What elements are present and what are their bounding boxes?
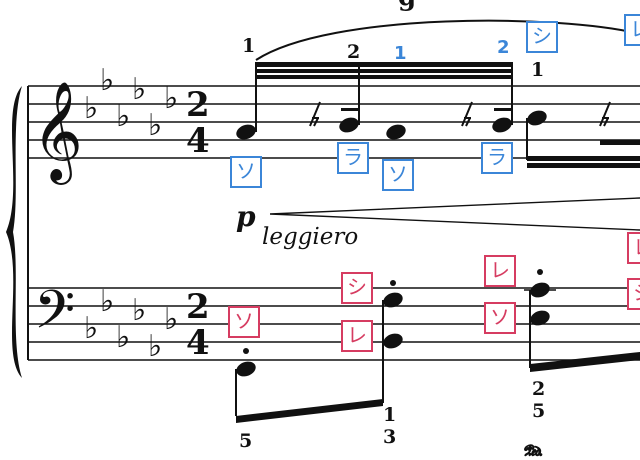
bass-clef-icon: 𝄢: [34, 280, 75, 354]
lh-fingering: 3: [383, 426, 397, 448]
lh-solfege-label: シ: [627, 278, 640, 310]
rh-fingering-alt: 2: [497, 37, 510, 58]
upper-notes: [236, 62, 640, 168]
lower-notes: [235, 269, 640, 423]
lh-solfege-label: レ: [627, 232, 640, 264]
grand-staff-brace: [6, 86, 22, 378]
lh-fingering: 5: [532, 400, 546, 422]
lh-fingering: 1: [383, 404, 397, 426]
rh-solfege-label: ラ: [337, 142, 369, 174]
svg-text:♭: ♭: [164, 302, 178, 337]
rh-solfege-label: ソ: [230, 156, 262, 188]
lh-solfege-label: シ: [341, 272, 373, 304]
rh-fingering: 1: [531, 59, 545, 81]
hairpin-diminuendo: [269, 197, 640, 231]
pedal-mark-icon: 𝆮: [520, 438, 540, 460]
expression-text: leggiero: [262, 224, 359, 250]
rh-fingering-alt: 1: [394, 43, 407, 64]
dynamic-marking: p: [236, 200, 256, 233]
svg-text:♭: ♭: [148, 108, 162, 143]
rh-solfege-label: シ: [526, 21, 558, 53]
lower-key-signature: ♭♭♭ ♭♭♭: [84, 284, 178, 364]
svg-text:♭: ♭: [132, 293, 146, 328]
svg-text:♭: ♭: [116, 99, 130, 134]
phrase-slur: [255, 19, 640, 61]
svg-text:♭: ♭: [132, 72, 146, 107]
partial-top-glyph: g: [398, 0, 416, 10]
lh-fingering: 2: [532, 378, 546, 400]
svg-text:♭: ♭: [100, 284, 114, 319]
lh-fingering: 5: [239, 430, 253, 452]
upper-time-signature-numerator: 2: [186, 85, 210, 125]
svg-text:♭: ♭: [84, 311, 98, 346]
upper-key-signature: ♭♭♭ ♭♭♭: [84, 63, 178, 143]
lower-time-signature-denominator: 4: [186, 323, 210, 363]
treble-clef-icon: 𝄞: [32, 81, 83, 185]
rh-solfege-label: ラ: [481, 142, 513, 174]
svg-text:♭: ♭: [84, 91, 98, 126]
rh-fingering: 2: [347, 41, 361, 63]
lh-solfege-label: ソ: [484, 302, 516, 334]
rh-solfege-label: ソ: [382, 159, 414, 191]
upper-time-signature-denominator: 4: [186, 121, 210, 161]
lower-time-signature-numerator: 2: [186, 287, 210, 327]
svg-text:♭: ♭: [116, 320, 130, 355]
svg-text:♭: ♭: [148, 329, 162, 364]
rh-fingering: 1: [242, 35, 256, 57]
svg-text:♭: ♭: [164, 81, 178, 116]
lh-solfege-label: ソ: [228, 306, 260, 338]
lh-solfege-label: レ: [484, 255, 516, 287]
lh-solfege-label: レ: [341, 320, 373, 352]
svg-text:♭: ♭: [100, 63, 114, 98]
rh-solfege-label: レ: [624, 14, 640, 46]
